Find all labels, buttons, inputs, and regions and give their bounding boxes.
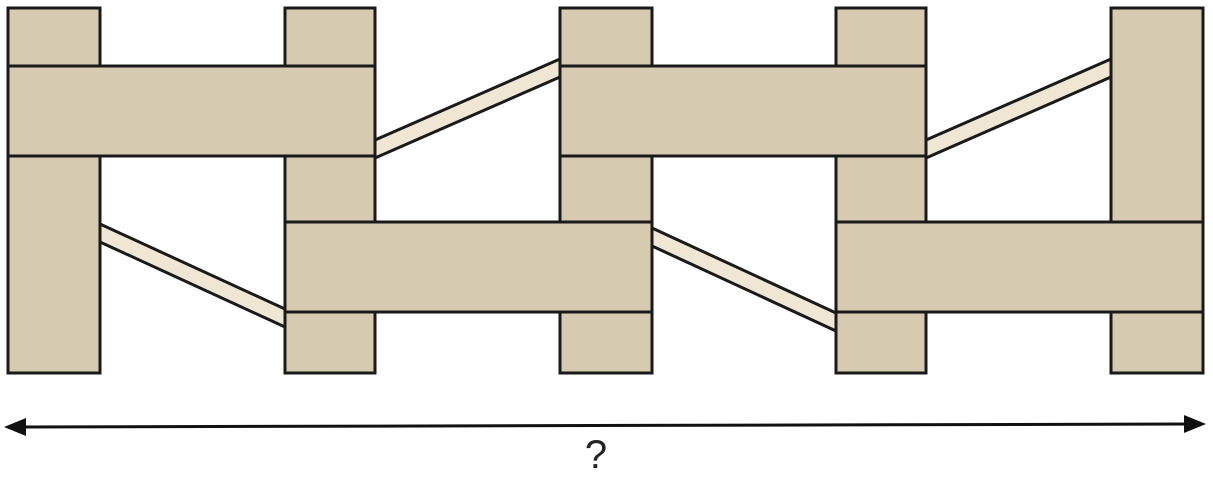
rail-upper-1 bbox=[6, 64, 377, 158]
rail-lower-1 bbox=[283, 220, 654, 314]
strut-2 bbox=[373, 57, 562, 160]
arrow-head-left-icon bbox=[4, 418, 26, 436]
post-5 bbox=[1109, 6, 1205, 375]
strut-3 bbox=[650, 226, 838, 333]
rail-lower-2 bbox=[834, 220, 1205, 314]
post-2 bbox=[283, 6, 377, 375]
post-3 bbox=[558, 6, 654, 375]
unknown-length-label: ? bbox=[585, 433, 607, 477]
rail-upper-2 bbox=[558, 64, 928, 158]
strut-1 bbox=[98, 222, 287, 329]
rails bbox=[6, 64, 1205, 314]
arrow-head-right-icon bbox=[1184, 415, 1206, 433]
post-1 bbox=[6, 6, 102, 375]
length-arrow-line bbox=[19, 422, 1194, 429]
post-4 bbox=[834, 6, 928, 375]
posts bbox=[6, 6, 1205, 375]
strut-4 bbox=[924, 57, 1113, 160]
length-arrow bbox=[4, 415, 1206, 436]
